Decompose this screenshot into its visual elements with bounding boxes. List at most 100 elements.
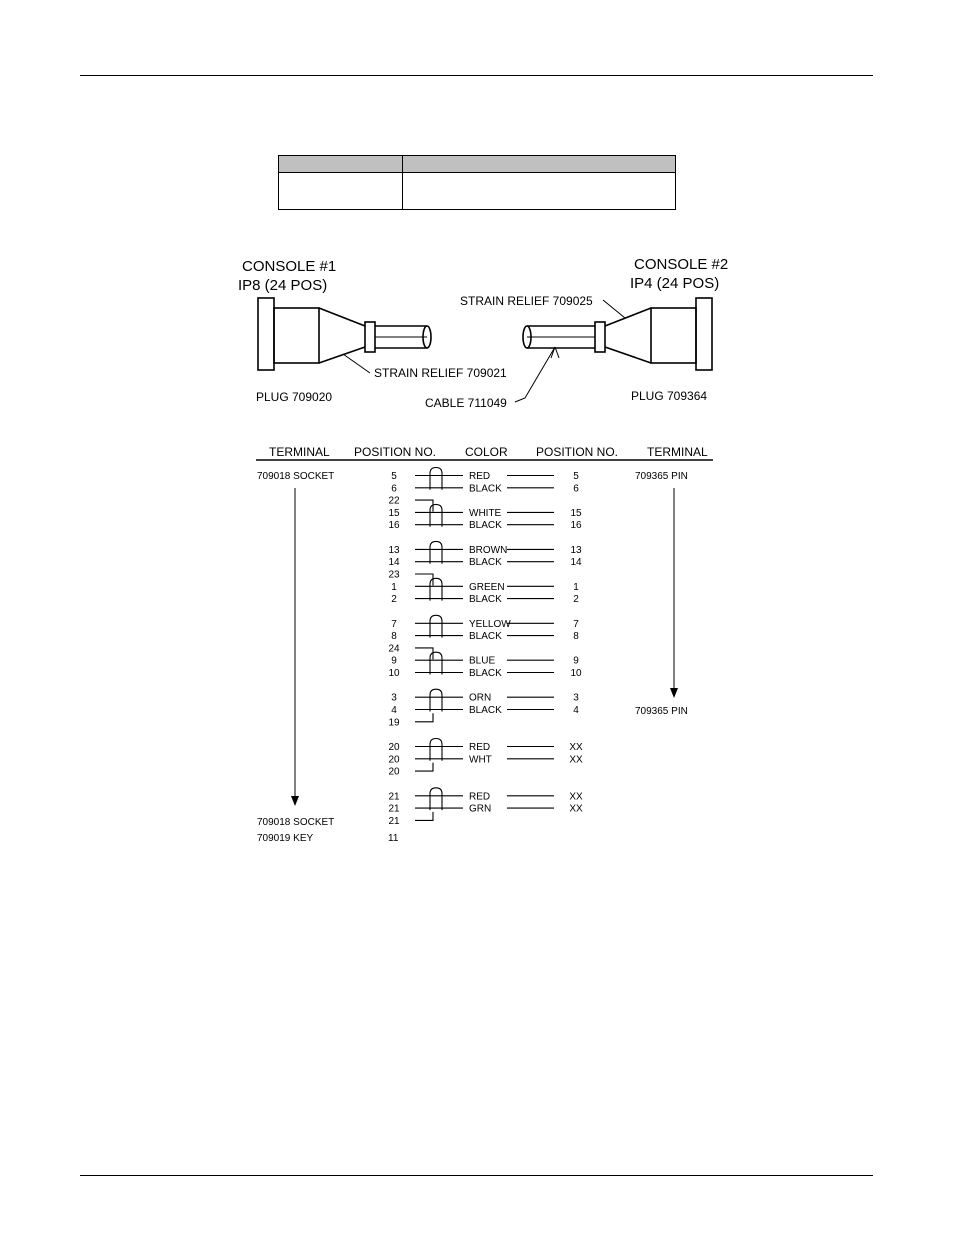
console-2-subtitle: IP4 (24 POS) [630, 275, 719, 292]
wire-position-left: 3 [391, 693, 397, 704]
right-terminal-top: 709365 PIN [635, 471, 688, 482]
header-terminal-right: TERMINAL [647, 445, 708, 459]
twisted-pair-shield [429, 577, 443, 601]
wire-position-left: 1 [391, 582, 397, 593]
left-terminal-bottom: 709018 SOCKET [257, 817, 334, 828]
wire-color: BLUE [469, 656, 495, 667]
twisted-pair-shield [429, 737, 443, 761]
header-color: COLOR [465, 445, 508, 459]
key-position: 11 [388, 833, 399, 844]
console-2-strain-relief: STRAIN RELIEF 709025 [460, 294, 593, 308]
drain-wire [415, 647, 434, 660]
wire-position-right: 8 [573, 631, 579, 642]
spec-table-cell [402, 172, 676, 210]
console-1-strain-relief: STRAIN RELIEF 709021 [374, 366, 507, 380]
wire-position-right: 1 [573, 582, 579, 593]
drain-wire [415, 762, 434, 772]
key-terminal: 709019 KEY [257, 833, 313, 844]
wire-color: RED [469, 471, 490, 482]
twisted-pair-shield [429, 466, 443, 490]
drain-position: 23 [388, 570, 400, 581]
wire-color: BLACK [469, 520, 502, 531]
drain-wire [415, 573, 434, 586]
console-1-connector-drawing [257, 297, 432, 374]
wire-color: BLACK [469, 594, 502, 605]
wire-position-right: 15 [570, 508, 582, 519]
console-1-subtitle: IP8 (24 POS) [238, 277, 327, 294]
spec-table-header-row [278, 155, 676, 173]
spec-table-row [278, 172, 676, 210]
wire-position-left: 8 [391, 631, 397, 642]
wire-position-left: 4 [391, 705, 397, 716]
wire-position-left: 9 [391, 656, 397, 667]
wire-position-right: 7 [573, 619, 579, 630]
twisted-pair-shield [429, 651, 443, 675]
drain-wire [415, 713, 434, 723]
left-terminal-top: 709018 SOCKET [257, 471, 334, 482]
console-2-plug: PLUG 709364 [631, 389, 707, 403]
twisted-pair-shield [429, 787, 443, 811]
wire-row: 10 BLACK 10 [388, 668, 582, 679]
drain-position: 20 [388, 767, 400, 778]
wire-color: GRN [469, 804, 491, 815]
wire-color: WHITE [469, 508, 502, 519]
wire-position-right: 13 [570, 545, 582, 556]
drain-position: 21 [388, 816, 400, 827]
wire-position-right: XX [569, 754, 583, 765]
wire-color: GREEN [469, 582, 505, 593]
header-position-right: POSITION NO. [536, 445, 618, 459]
wire-row: 4 BLACK 4 [391, 705, 579, 716]
twisted-pair-shield [429, 688, 443, 712]
wire-color: BLACK [469, 668, 502, 679]
drain-wire [415, 811, 434, 821]
header-position-left: POSITION NO. [354, 445, 436, 459]
wire-position-right: 10 [570, 668, 582, 679]
wire-color: RED [469, 742, 490, 753]
twisted-pair-shield [429, 540, 443, 564]
wire-position-right: 2 [573, 594, 579, 605]
wire-row: 9 BLUE 9 [391, 656, 579, 667]
twisted-pair-shield [429, 503, 443, 527]
wire-position-right: 3 [573, 693, 579, 704]
console-2-connector-drawing [514, 297, 713, 403]
wire-color: BLACK [469, 483, 502, 494]
wire-color: RED [469, 791, 490, 802]
drain-wire [415, 499, 434, 512]
wire-position-left: 7 [391, 619, 397, 630]
wire-position-left: 21 [388, 791, 400, 802]
header-rule [80, 75, 873, 76]
cable-wiring-diagram: CONSOLE #1 IP8 (24 POS) STRAIN RELIEF 70… [238, 256, 728, 844]
wire-color: ORN [469, 693, 491, 704]
wire-position-left: 20 [388, 754, 400, 765]
wire-position-right: 9 [573, 656, 579, 667]
left-terminal-arrow [291, 488, 299, 806]
wire-row: 3 ORN 3 [391, 693, 579, 704]
wire-position-left: 21 [388, 804, 400, 815]
spec-table [278, 155, 676, 210]
wire-position-right: 6 [573, 483, 579, 494]
wire-color: BROWN [469, 545, 507, 556]
wire-color: BLACK [469, 705, 502, 716]
wire-position-left: 6 [391, 483, 397, 494]
wire-position-right: 14 [570, 557, 582, 568]
wire-position-right: 16 [570, 520, 582, 531]
wire-row: 6 BLACK 6 [391, 483, 579, 494]
wire-position-right: 4 [573, 705, 579, 716]
footer-rule [80, 1175, 873, 1176]
wire-position-left: 10 [388, 668, 400, 679]
spec-table-header-cell [278, 155, 403, 173]
